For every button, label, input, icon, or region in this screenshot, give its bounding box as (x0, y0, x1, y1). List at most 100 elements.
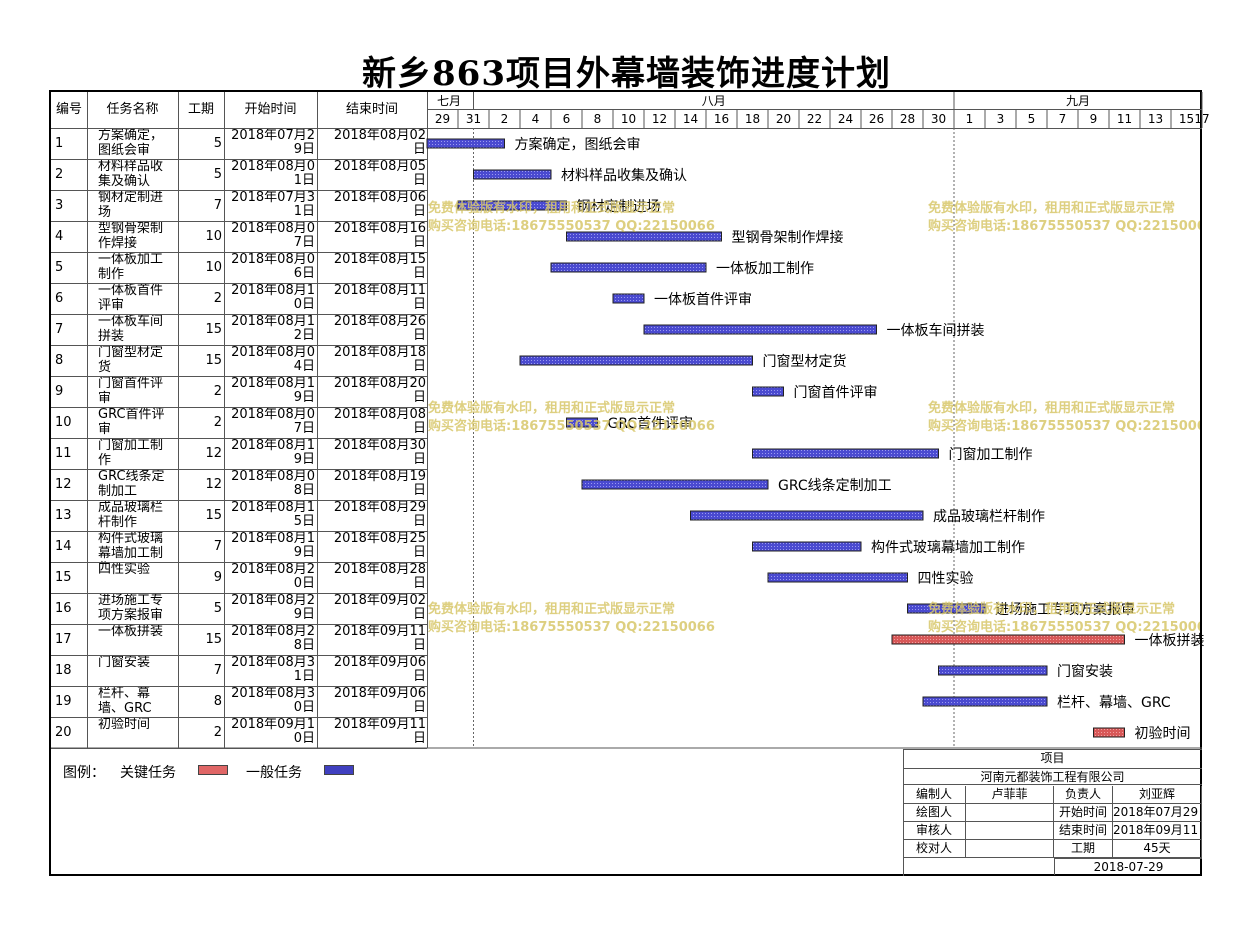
col-divider (317, 92, 318, 748)
legend-critical-label: 关键任务 (120, 765, 176, 781)
col-header-duration: 工期 (187, 102, 214, 117)
col-divider (224, 92, 225, 748)
task-start: 2018年07月29日 (231, 129, 315, 157)
task-start: 2018年08月29日 (231, 594, 315, 622)
task-id: 9 (55, 384, 64, 399)
info-v2: 2018年07月29日 (1113, 804, 1202, 822)
task-name: 成品玻璃栏杆制作 (98, 500, 164, 530)
task-id: 7 (55, 322, 64, 337)
header-divider (427, 128, 1202, 129)
task-id: 2 (55, 167, 64, 182)
task-duration: 15 (205, 322, 222, 337)
day-tick-label: 10 (621, 112, 636, 126)
task-bar-label: 成品玻璃栏杆制作 (933, 508, 1045, 525)
col-header-id: 编号 (55, 102, 82, 117)
task-bar-label: 门窗型材定货 (763, 353, 847, 370)
task-end: 2018年08月18日 (333, 346, 426, 374)
month-label: 九月 (1066, 94, 1090, 108)
task-name: 一体板加工制作 (98, 252, 164, 282)
task-start: 2018年08月30日 (231, 687, 315, 715)
project-info-box (903, 749, 1202, 876)
task-start: 2018年08月19日 (231, 377, 315, 405)
page-title: 新乡863项目外幕墙装饰进度计划 (362, 54, 891, 94)
task-bar-label: 材料样品收集及确认 (561, 167, 687, 184)
row-divider (51, 345, 427, 346)
task-start: 2018年08月07日 (231, 222, 315, 250)
task-id: 20 (55, 725, 72, 740)
day-tick-label: 20 (776, 112, 791, 126)
task-id: 17 (55, 632, 72, 647)
day-tick-label: 13 (1148, 112, 1163, 126)
task-id: 18 (55, 663, 72, 678)
task-end: 2018年08月11日 (333, 284, 426, 312)
task-start: 2018年08月19日 (231, 439, 315, 467)
task-duration: 5 (213, 136, 222, 151)
row-divider (51, 283, 427, 284)
task-bar-label: 一体板拼装 (1135, 633, 1205, 649)
day-tick-label: 22 (807, 112, 822, 126)
task-bar-label: 型钢骨架制作焊接 (732, 229, 844, 246)
day-tick-label: 3 (997, 112, 1005, 126)
task-start: 2018年08月01日 (231, 160, 315, 188)
day-tick-label: 15 (1179, 112, 1194, 126)
day-tick-label: 18 (745, 112, 760, 126)
day-tick-label: 6 (563, 112, 571, 126)
task-id: 19 (55, 694, 72, 709)
col-header-name: 任务名称 (106, 102, 159, 117)
task-duration: 2 (213, 725, 222, 740)
info-v1 (966, 822, 1054, 840)
info-date: 2018-07-29 (1054, 858, 1202, 875)
info-v2: 刘亚辉 (1113, 786, 1202, 804)
task-end: 2018年08月06日 (333, 191, 426, 219)
task-bar (752, 541, 862, 552)
task-end: 2018年09月02日 (333, 594, 426, 622)
task-id: 3 (55, 198, 64, 213)
task-bar (938, 665, 1048, 676)
day-tick-label: 4 (532, 112, 540, 126)
task-name: 钢材定制进场 (98, 190, 164, 220)
row-divider (51, 655, 427, 656)
task-end: 2018年09月11日 (333, 625, 426, 653)
task-name: 一体板拼装 (98, 624, 164, 639)
info-k1: 编制人 (903, 786, 966, 804)
info-k2: 负责人 (1054, 786, 1113, 804)
task-name: 型钢骨架制作焊接 (98, 221, 164, 251)
col-divider (87, 92, 88, 748)
task-bar-label: 四性实验 (918, 571, 974, 587)
task-duration: 9 (213, 570, 222, 585)
day-tick-label: 2 (501, 112, 509, 126)
watermark: 免费体验版有水印，租用和正式版显示正常购买咨询电话:18675550537 QQ… (928, 201, 1200, 234)
task-start: 2018年08月15日 (231, 501, 315, 529)
task-bar (457, 200, 567, 211)
task-name: 四性实验 (98, 562, 151, 577)
task-start: 2018年08月10日 (231, 284, 315, 312)
task-id: 12 (55, 477, 72, 492)
task-start: 2018年08月12日 (231, 315, 315, 343)
row-divider (51, 252, 427, 253)
watermark: 免费体验版有水印，租用和正式版显示正常购买咨询电话:18675550537 QQ… (928, 602, 1200, 635)
task-bar-label: 方案确定，图纸会审 (515, 136, 641, 153)
task-bar-label: GRC线条定制加工 (778, 477, 892, 494)
day-tick-label: 1 (966, 112, 974, 126)
task-id: 4 (55, 229, 64, 244)
task-bar (473, 169, 552, 180)
task-name: 门窗加工制作 (98, 438, 164, 468)
day-tick-label: 30 (931, 112, 946, 126)
task-duration: 2 (213, 384, 222, 399)
task-name: GRC线条定制加工 (98, 469, 165, 499)
task-bar (752, 448, 939, 459)
day-tick-label: 24 (838, 112, 853, 126)
day-tick-label: 26 (869, 112, 884, 126)
task-bar (550, 262, 707, 273)
watermark: 免费体验版有水印，租用和正式版显示正常购买咨询电话:18675550537 QQ… (428, 602, 715, 635)
task-end: 2018年08月29日 (333, 501, 426, 529)
task-bar (566, 417, 598, 428)
task-duration: 7 (213, 539, 222, 554)
row-divider (51, 531, 427, 532)
legend-critical-swatch (198, 765, 228, 775)
day-tick-label: 12 (652, 112, 667, 126)
day-tick-label: 17 (1194, 112, 1209, 126)
day-tick-label: 14 (683, 112, 698, 126)
task-end: 2018年09月06日 (333, 656, 426, 684)
task-end: 2018年08月25日 (333, 532, 426, 560)
